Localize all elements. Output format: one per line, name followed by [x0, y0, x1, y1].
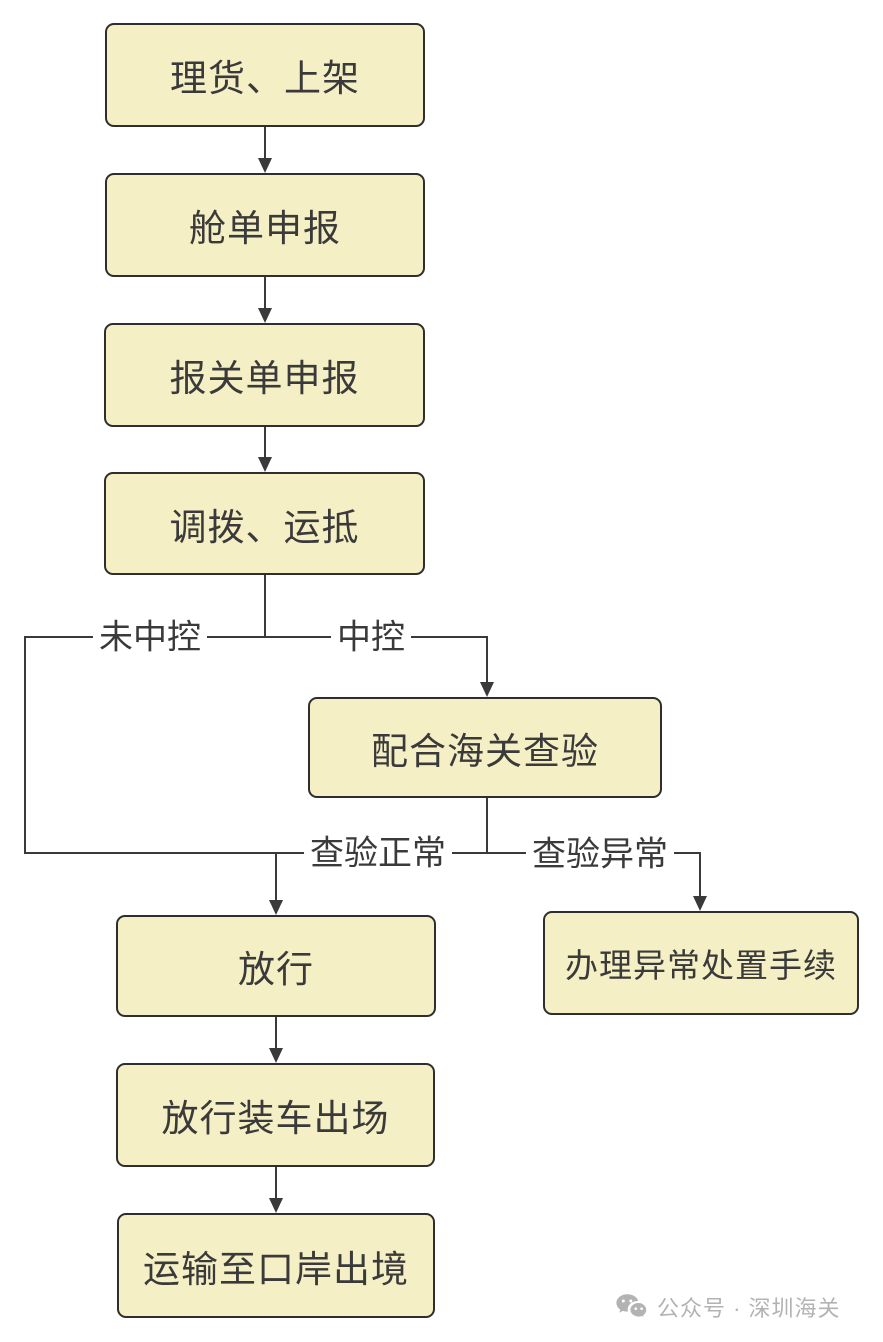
connector-left-bypass	[24, 636, 26, 854]
connector-transfer-to-branch	[264, 575, 266, 638]
node-tally-shelving-label: 理货、上架	[170, 58, 360, 99]
edge-label-inspection-normal: 查验正常	[304, 834, 452, 873]
node-tally-shelving: 理货、上架	[105, 23, 425, 127]
node-abnormal-procedures: 办理异常处置手续	[543, 911, 859, 1015]
connector-normal-to-release	[275, 852, 277, 901]
watermark: 公众号 · 深圳海关	[615, 1291, 841, 1323]
connector-release-to-loading	[275, 1017, 277, 1049]
node-manifest-declaration: 舱单申报	[105, 173, 425, 277]
edge-label-inspection-abnormal: 查验异常	[526, 835, 674, 874]
arrowhead-central-to-inspection	[480, 682, 494, 697]
node-release-label: 放行	[238, 949, 314, 990]
edge-label-centralized-control: 中控	[331, 618, 411, 657]
node-transfer-arrival: 调拨、运抵	[104, 472, 425, 575]
arrowhead-normal-to-release	[269, 900, 283, 915]
node-transport-to-port-label: 运输至口岸出境	[143, 1248, 409, 1290]
arrowhead-abnormal-to-procedures	[693, 896, 707, 911]
wechat-icon	[615, 1293, 648, 1321]
connector-tally-to-manifest	[264, 127, 266, 160]
node-customs-declaration: 报关单申报	[104, 323, 425, 427]
connector-central-to-inspection	[486, 637, 488, 683]
node-manifest-declaration-label: 舱单申报	[189, 208, 341, 249]
arrowhead-customs-to-transfer	[258, 457, 272, 472]
connector-manifest-to-customs	[264, 277, 266, 310]
connector-abnormal-to-procedures	[699, 852, 701, 897]
node-transfer-arrival-label: 调拨、运抵	[169, 506, 360, 548]
branch-line-control	[25, 636, 488, 638]
node-transport-to-port: 运输至口岸出境	[117, 1213, 435, 1318]
node-abnormal-procedures-label: 办理异常处置手续	[565, 947, 837, 984]
edge-label-not-centralized-control: 未中控	[93, 618, 207, 657]
node-release-loading-exit-label: 放行装车出场	[161, 1098, 390, 1139]
node-release: 放行	[116, 915, 436, 1017]
node-customs-inspection: 配合海关查验	[308, 697, 662, 798]
node-customs-inspection-label: 配合海关查验	[371, 730, 599, 772]
arrowhead-release-to-loading	[269, 1048, 283, 1063]
connector-inspection-to-branch	[486, 798, 488, 854]
node-release-loading-exit: 放行装车出场	[116, 1063, 435, 1167]
node-customs-declaration-label: 报关单申报	[169, 358, 360, 399]
arrowhead-tally-to-manifest	[258, 158, 272, 173]
connector-customs-to-transfer	[264, 427, 266, 458]
watermark-text: 公众号 · 深圳海关	[657, 1296, 841, 1321]
connector-loading-to-transport	[275, 1167, 277, 1199]
arrowhead-loading-to-transport	[269, 1198, 283, 1213]
arrowhead-manifest-to-customs	[258, 308, 272, 323]
